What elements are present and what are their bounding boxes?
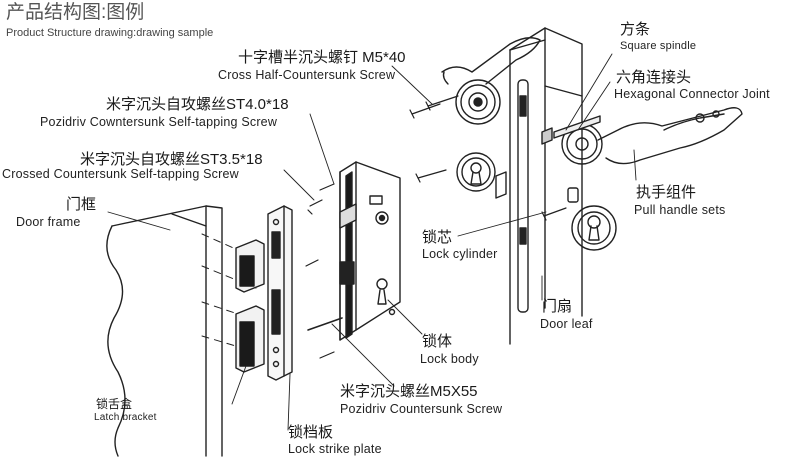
lock-cylinder-label-zh: 锁芯 (422, 229, 453, 246)
latch-bracket-label-en: Latch bracket (94, 412, 157, 423)
pozidriv-self-tapping-screw-label-zh: 米字沉头自攻螺丝ST4.0*18 (106, 96, 289, 113)
cylinder-rose-drawing (456, 152, 507, 199)
lock-body-drawing (339, 161, 401, 341)
crossed-self-tapping-screw-label-en: Crossed Countersunk Self-tapping Screw (2, 167, 239, 181)
door-frame-drawing (106, 205, 257, 457)
lock-cylinder-label-en: Lock cylinder (422, 247, 498, 261)
pozidriv-countersunk-screw-label-en: Pozidriv Countersunk Screw (340, 402, 503, 416)
square-spindle-label-zh: 方条 (620, 21, 651, 38)
door-frame-label-zh: 门框 (66, 196, 97, 213)
hexagonal-connector-label-zh: 六角连接头 (616, 69, 692, 86)
latch-bracket-drawing (235, 239, 265, 373)
pull-handle-label-en: Pull handle sets (634, 203, 726, 217)
strike-plate-drawing (267, 205, 293, 381)
page-title: 产品结构图:图例 (6, 2, 145, 23)
screws-drawing (305, 95, 567, 359)
spindle-drawing (541, 115, 601, 145)
right-handle-drawing (561, 107, 743, 165)
lock-strike-plate-label-en: Lock strike plate (288, 442, 382, 456)
hexagonal-connector-label-en: Hexagonal Connector Joint (614, 87, 770, 101)
lock-body-label-en: Lock body (420, 352, 479, 366)
door-leaf-drawing (509, 27, 583, 345)
right-cylinder-rose-drawing (567, 187, 617, 251)
pozidriv-self-tapping-screw-label-en: Pozidriv Cowntersunk Self-tapping Screw (40, 115, 278, 129)
page-subtitle: Product Structure drawing:drawing sample (6, 27, 214, 39)
upper-handle-drawing (441, 37, 541, 125)
crossed-self-tapping-screw-label-zh: 米字沉头自攻螺丝ST3.5*18 (80, 151, 263, 168)
cross-half-countersunk-screw-label-en: Cross Half-Countersunk Screw (218, 68, 396, 82)
door-leaf-label-zh: 门扇 (542, 298, 573, 315)
cross-half-countersunk-screw-label-zh: 十字槽半沉头螺钉 M5*40 (238, 49, 406, 66)
lock-strike-plate-label-zh: 锁档板 (288, 424, 334, 441)
lock-body-label-zh: 锁体 (422, 333, 453, 350)
pozidriv-countersunk-screw-label-zh: 米字沉头螺丝M5X55 (340, 383, 478, 400)
door-leaf-label-en: Door leaf (540, 317, 593, 331)
latch-bracket-label-zh: 锁舌盒 (96, 397, 133, 411)
pull-handle-label-zh: 执手组件 (636, 184, 697, 201)
square-spindle-label-en: Square spindle (620, 40, 697, 52)
leader-lines (107, 53, 637, 431)
door-frame-label-en: Door frame (16, 215, 81, 229)
